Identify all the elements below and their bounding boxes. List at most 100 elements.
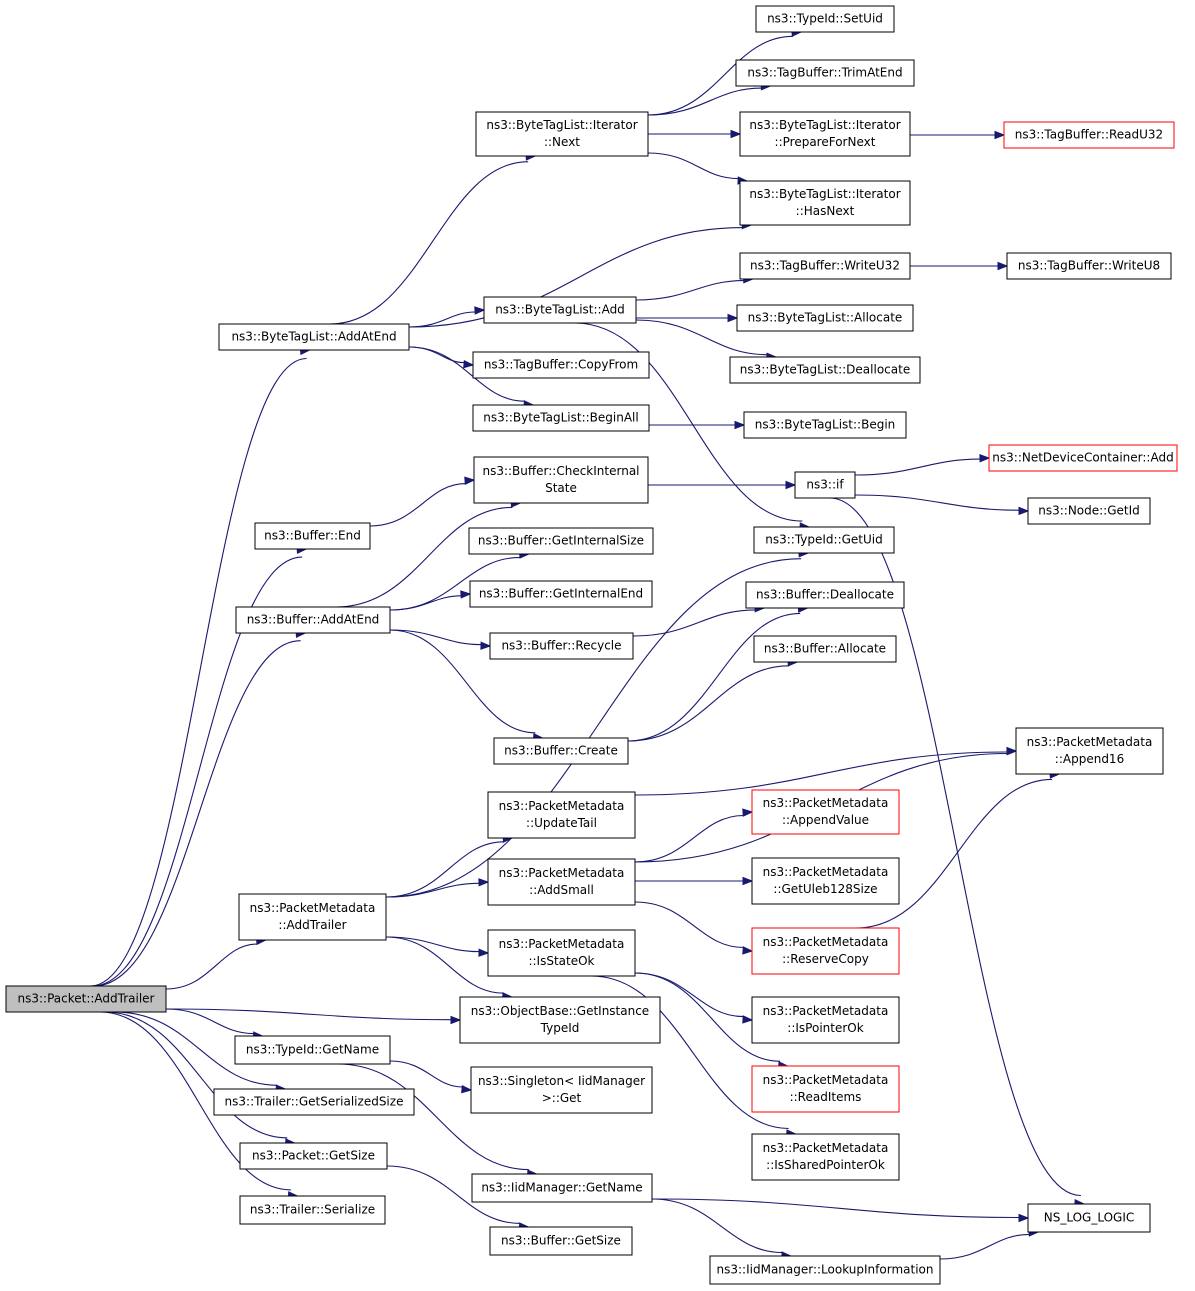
arrowhead bbox=[742, 876, 754, 886]
node-pm-ispointerok[interactable]: ns3::PacketMetadata::IsPointerOk bbox=[751, 996, 900, 1044]
arrowhead bbox=[463, 360, 475, 369]
node-box bbox=[470, 1066, 653, 1114]
node-box bbox=[239, 1195, 386, 1225]
node-pm-isstateok[interactable]: ns3::PacketMetadata::IsStateOk bbox=[487, 929, 636, 977]
node-box bbox=[1006, 252, 1172, 280]
arrowhead bbox=[734, 420, 746, 430]
node-buf-alloc[interactable]: ns3::Buffer::Allocate bbox=[753, 635, 897, 663]
edge-line bbox=[574, 322, 803, 522]
node-box bbox=[753, 635, 897, 663]
node-packet-getsize[interactable]: ns3::Packet::GetSize bbox=[239, 1142, 388, 1170]
edge-btl_add-to-tagbuf_writeu32 bbox=[635, 275, 755, 301]
node-ndc-add[interactable]: ns3::NetDeviceContainer::Add bbox=[988, 444, 1178, 472]
node-label: ns3::TagBuffer::ReadU32 bbox=[1015, 128, 1163, 142]
node-btl-add[interactable]: ns3::ByteTagList::Add bbox=[483, 296, 637, 324]
node-root[interactable]: ns3::Packet::AddTrailer bbox=[5, 985, 167, 1013]
node-box bbox=[239, 1142, 388, 1170]
arrowhead bbox=[742, 808, 754, 817]
node-box bbox=[751, 1065, 900, 1113]
edge-line bbox=[647, 152, 739, 180]
node-singleton-get[interactable]: ns3::Singleton< IidManager>::Get bbox=[470, 1066, 653, 1114]
node-btl-addatend[interactable]: ns3::ByteTagList::AddAtEnd bbox=[218, 323, 410, 351]
node-box bbox=[238, 893, 387, 941]
node-label: ns3::TagBuffer::CopyFrom bbox=[484, 358, 638, 372]
node-pm-updatetail[interactable]: ns3::PacketMetadata::UpdateTail bbox=[487, 791, 636, 839]
node-label: ns3::PacketMetadata bbox=[763, 1073, 889, 1087]
node-label: ns3::IidManager::GetName bbox=[481, 1181, 642, 1195]
node-pm-addtrailer[interactable]: ns3::PacketMetadata::AddTrailer bbox=[238, 893, 387, 941]
node-label: TypeId bbox=[540, 1021, 580, 1035]
node-tagbuf-trim[interactable]: ns3::TagBuffer::TrimAtEnd bbox=[735, 59, 915, 87]
node-box bbox=[487, 791, 636, 839]
node-label: ::PrepareForNext bbox=[775, 135, 876, 149]
node-ns3-if[interactable]: ns3::if bbox=[794, 471, 856, 499]
node-pm-addsmall[interactable]: ns3::PacketMetadata::AddSmall bbox=[487, 858, 636, 906]
edge-line bbox=[165, 1008, 254, 1035]
edge-line bbox=[591, 975, 789, 1130]
node-tid-getname[interactable]: ns3::TypeId::GetName bbox=[234, 1035, 391, 1065]
node-tid-getuid[interactable]: ns3::TypeId::GetUid bbox=[753, 526, 895, 554]
node-trailer-getsersize[interactable]: ns3::Trailer::GetSerializedSize bbox=[213, 1088, 415, 1116]
edge-buf_create-to-buf_alloc bbox=[627, 658, 799, 742]
edge-iid_lookup-to-ns_log_logic bbox=[939, 1228, 1040, 1260]
node-node-getid[interactable]: ns3::Node::GetId bbox=[1027, 497, 1151, 525]
node-label: NS_LOG_LOGIC bbox=[1044, 1211, 1135, 1225]
node-box bbox=[489, 632, 634, 660]
node-btl-iter-next[interactable]: ns3::ByteTagList::Iterator::Next bbox=[475, 111, 649, 157]
node-buf-getintsize[interactable]: ns3::Buffer::GetInternalSize bbox=[468, 527, 654, 555]
node-pm-issharedptr[interactable]: ns3::PacketMetadata::IsSharedPointerOk bbox=[751, 1133, 900, 1181]
node-pm-getuleb[interactable]: ns3::PacketMetadata::GetUleb128Size bbox=[751, 857, 900, 905]
node-ns-log-logic[interactable]: NS_LOG_LOGIC bbox=[1027, 1203, 1151, 1233]
arrowhead bbox=[727, 313, 739, 323]
node-buf-addatend[interactable]: ns3::Buffer::AddAtEnd bbox=[235, 606, 391, 634]
node-label: ns3::PacketMetadata bbox=[763, 796, 889, 810]
edge-line bbox=[385, 936, 480, 953]
node-box bbox=[5, 985, 167, 1013]
node-iid-lookup[interactable]: ns3::IidManager::LookupInformation bbox=[709, 1255, 941, 1285]
edge-line bbox=[627, 665, 790, 742]
edge-btl_beginall-to-btl_begin bbox=[648, 420, 746, 430]
node-btl-begin[interactable]: ns3::ByteTagList::Begin bbox=[743, 411, 907, 439]
node-tagbuf-copyfrom[interactable]: ns3::TagBuffer::CopyFrom bbox=[472, 351, 650, 379]
node-btl-deallocate[interactable]: ns3::ByteTagList::Deallocate bbox=[729, 356, 921, 384]
node-label: ns3::Buffer::Recycle bbox=[501, 639, 621, 653]
node-tid-setuid[interactable]: ns3::TypeId::SetUid bbox=[755, 5, 895, 33]
node-pm-reservecopy[interactable]: ns3::PacketMetadata::ReserveCopy bbox=[751, 927, 900, 975]
node-buf-recycle[interactable]: ns3::Buffer::Recycle bbox=[489, 632, 634, 660]
node-label: ::HasNext bbox=[796, 204, 855, 218]
node-pm-readitems[interactable]: ns3::PacketMetadata::ReadItems bbox=[751, 1065, 900, 1113]
node-btl-iter-prep[interactable]: ns3::ByteTagList::Iterator::PrepareForNe… bbox=[739, 111, 911, 157]
node-iid-getname[interactable]: ns3::IidManager::GetName bbox=[471, 1173, 653, 1203]
arrowhead bbox=[480, 641, 492, 650]
node-trailer-serialize[interactable]: ns3::Trailer::Serialize bbox=[239, 1195, 386, 1225]
node-btl-allocate[interactable]: ns3::ByteTagList::Allocate bbox=[736, 304, 914, 332]
node-buf-create[interactable]: ns3::Buffer::Create bbox=[493, 737, 629, 765]
node-label: ns3::PacketMetadata bbox=[763, 1004, 889, 1018]
node-pm-appendvalue[interactable]: ns3::PacketMetadata::AppendValue bbox=[751, 789, 900, 835]
node-buf-getsize[interactable]: ns3::Buffer::GetSize bbox=[489, 1226, 633, 1256]
edge-btl_iter_next-to-btl_iter_prep bbox=[648, 129, 742, 139]
node-pm-append16[interactable]: ns3::PacketMetadata::Append16 bbox=[1015, 727, 1164, 775]
node-btl-beginall[interactable]: ns3::ByteTagList::BeginAll bbox=[472, 404, 650, 432]
edge-buf_create-to-buf_dealloc bbox=[627, 604, 809, 742]
node-btl-iter-hasnext[interactable]: ns3::ByteTagList::Iterator::HasNext bbox=[739, 180, 911, 226]
node-box bbox=[751, 1133, 900, 1181]
node-tagbuf-readu32[interactable]: ns3::TagBuffer::ReadU32 bbox=[1003, 121, 1175, 149]
node-buf-getintend[interactable]: ns3::Buffer::GetInternalEnd bbox=[469, 580, 653, 608]
node-box bbox=[471, 1173, 653, 1203]
node-label: ns3::PacketMetadata bbox=[763, 865, 889, 879]
node-buf-end[interactable]: ns3::Buffer::End bbox=[254, 522, 371, 550]
node-tagbuf-writeu8[interactable]: ns3::TagBuffer::WriteU8 bbox=[1006, 252, 1172, 280]
node-label: ns3::Packet::AddTrailer bbox=[18, 992, 155, 1006]
node-buf-dealloc[interactable]: ns3::Buffer::Deallocate bbox=[745, 581, 905, 609]
edge-line bbox=[632, 609, 756, 637]
node-label: ns3::PacketMetadata bbox=[250, 901, 376, 915]
edge-buf_addatend-to-buf_recycle bbox=[389, 629, 492, 650]
arrowhead bbox=[994, 130, 1006, 140]
node-box bbox=[1015, 727, 1164, 775]
edge-pm_updatetail-to-pm_append16 bbox=[634, 746, 1018, 796]
node-tagbuf-writeu32[interactable]: ns3::TagBuffer::WriteU32 bbox=[739, 252, 911, 280]
